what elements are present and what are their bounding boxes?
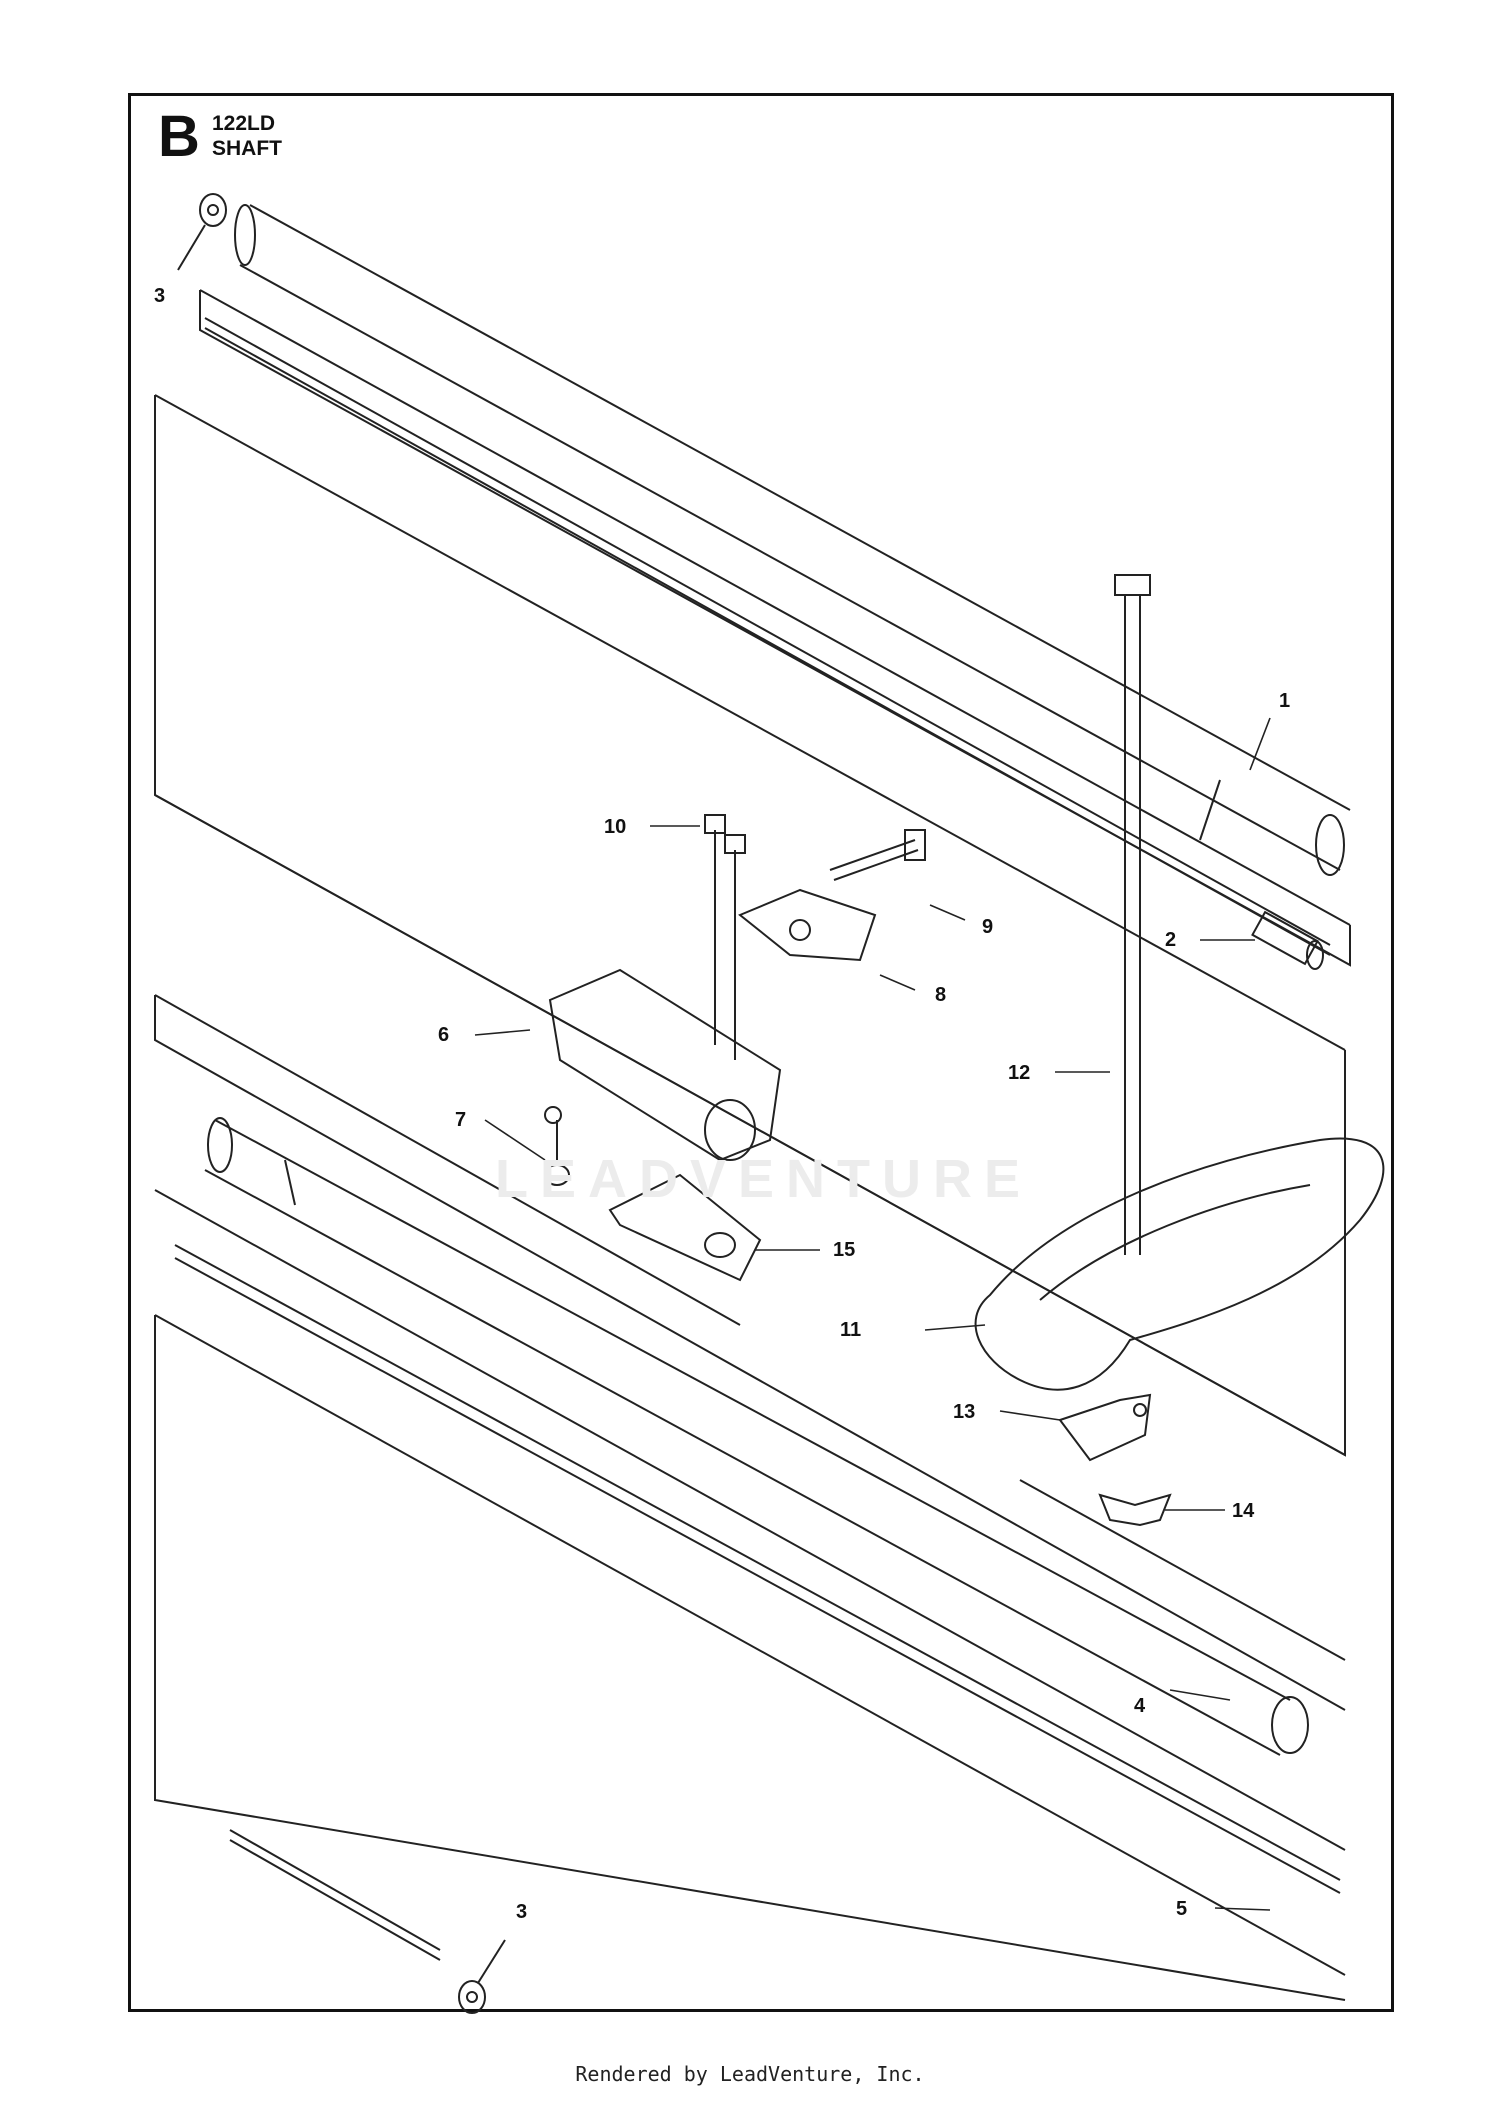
lower-clamp	[608, 1173, 762, 1282]
lever-bolt	[829, 829, 926, 881]
callout-1: 1	[1279, 690, 1291, 712]
lower-assembly-outline	[154, 1314, 1346, 2001]
callout-12: 12	[1008, 1062, 1031, 1084]
callout-10: 10	[604, 816, 627, 838]
callout-3-bottom: 3	[516, 1901, 528, 1923]
callout-8: 8	[935, 984, 947, 1006]
callout-9: 9	[982, 916, 994, 938]
clamp-screws	[704, 814, 746, 1060]
callout-5: 5	[1176, 1898, 1188, 1920]
lower-shaft-tube	[204, 1117, 1309, 1756]
upper-assembly-outline	[154, 290, 1351, 1457]
callout-7: 7	[455, 1109, 467, 1131]
model-title: 122LD	[212, 112, 276, 135]
footer-credit: Rendered by LeadVenture, Inc.	[575, 2062, 925, 2086]
drive-coupling	[1251, 910, 1324, 970]
upper-drive-shaft	[199, 289, 1351, 956]
wing-nut	[1098, 1493, 1172, 1527]
loop-handle	[974, 1137, 1385, 1391]
upper-shaft-tube	[234, 204, 1351, 876]
callout-3-top: 3	[154, 285, 166, 307]
leader-lines	[474, 717, 1271, 1911]
callout-13: 13	[953, 1401, 976, 1423]
middle-assembly-outline	[154, 994, 1346, 1711]
callout-11: 11	[840, 1319, 862, 1341]
retaining-washer-bottom	[458, 1939, 506, 2014]
lower-drive-shaft	[154, 1189, 1346, 1894]
coupling-clamp	[544, 968, 782, 1162]
callout-2: 2	[1165, 929, 1177, 951]
callout-15: 15	[833, 1239, 856, 1261]
handle-bolt	[1114, 574, 1151, 1255]
handle-bracket	[1058, 1393, 1152, 1462]
callout-4: 4	[1134, 1695, 1146, 1717]
callout-14: 14	[1232, 1500, 1255, 1522]
section-letter: B	[158, 104, 200, 169]
clamp-lever	[738, 888, 877, 962]
nut	[544, 1120, 570, 1186]
section-subtitle: SHAFT	[212, 137, 282, 160]
retaining-washer-top	[177, 193, 227, 271]
watermark: LEADVENTURE	[495, 1149, 1033, 1209]
diagram-frame	[128, 93, 1394, 2012]
callout-6: 6	[438, 1024, 450, 1046]
